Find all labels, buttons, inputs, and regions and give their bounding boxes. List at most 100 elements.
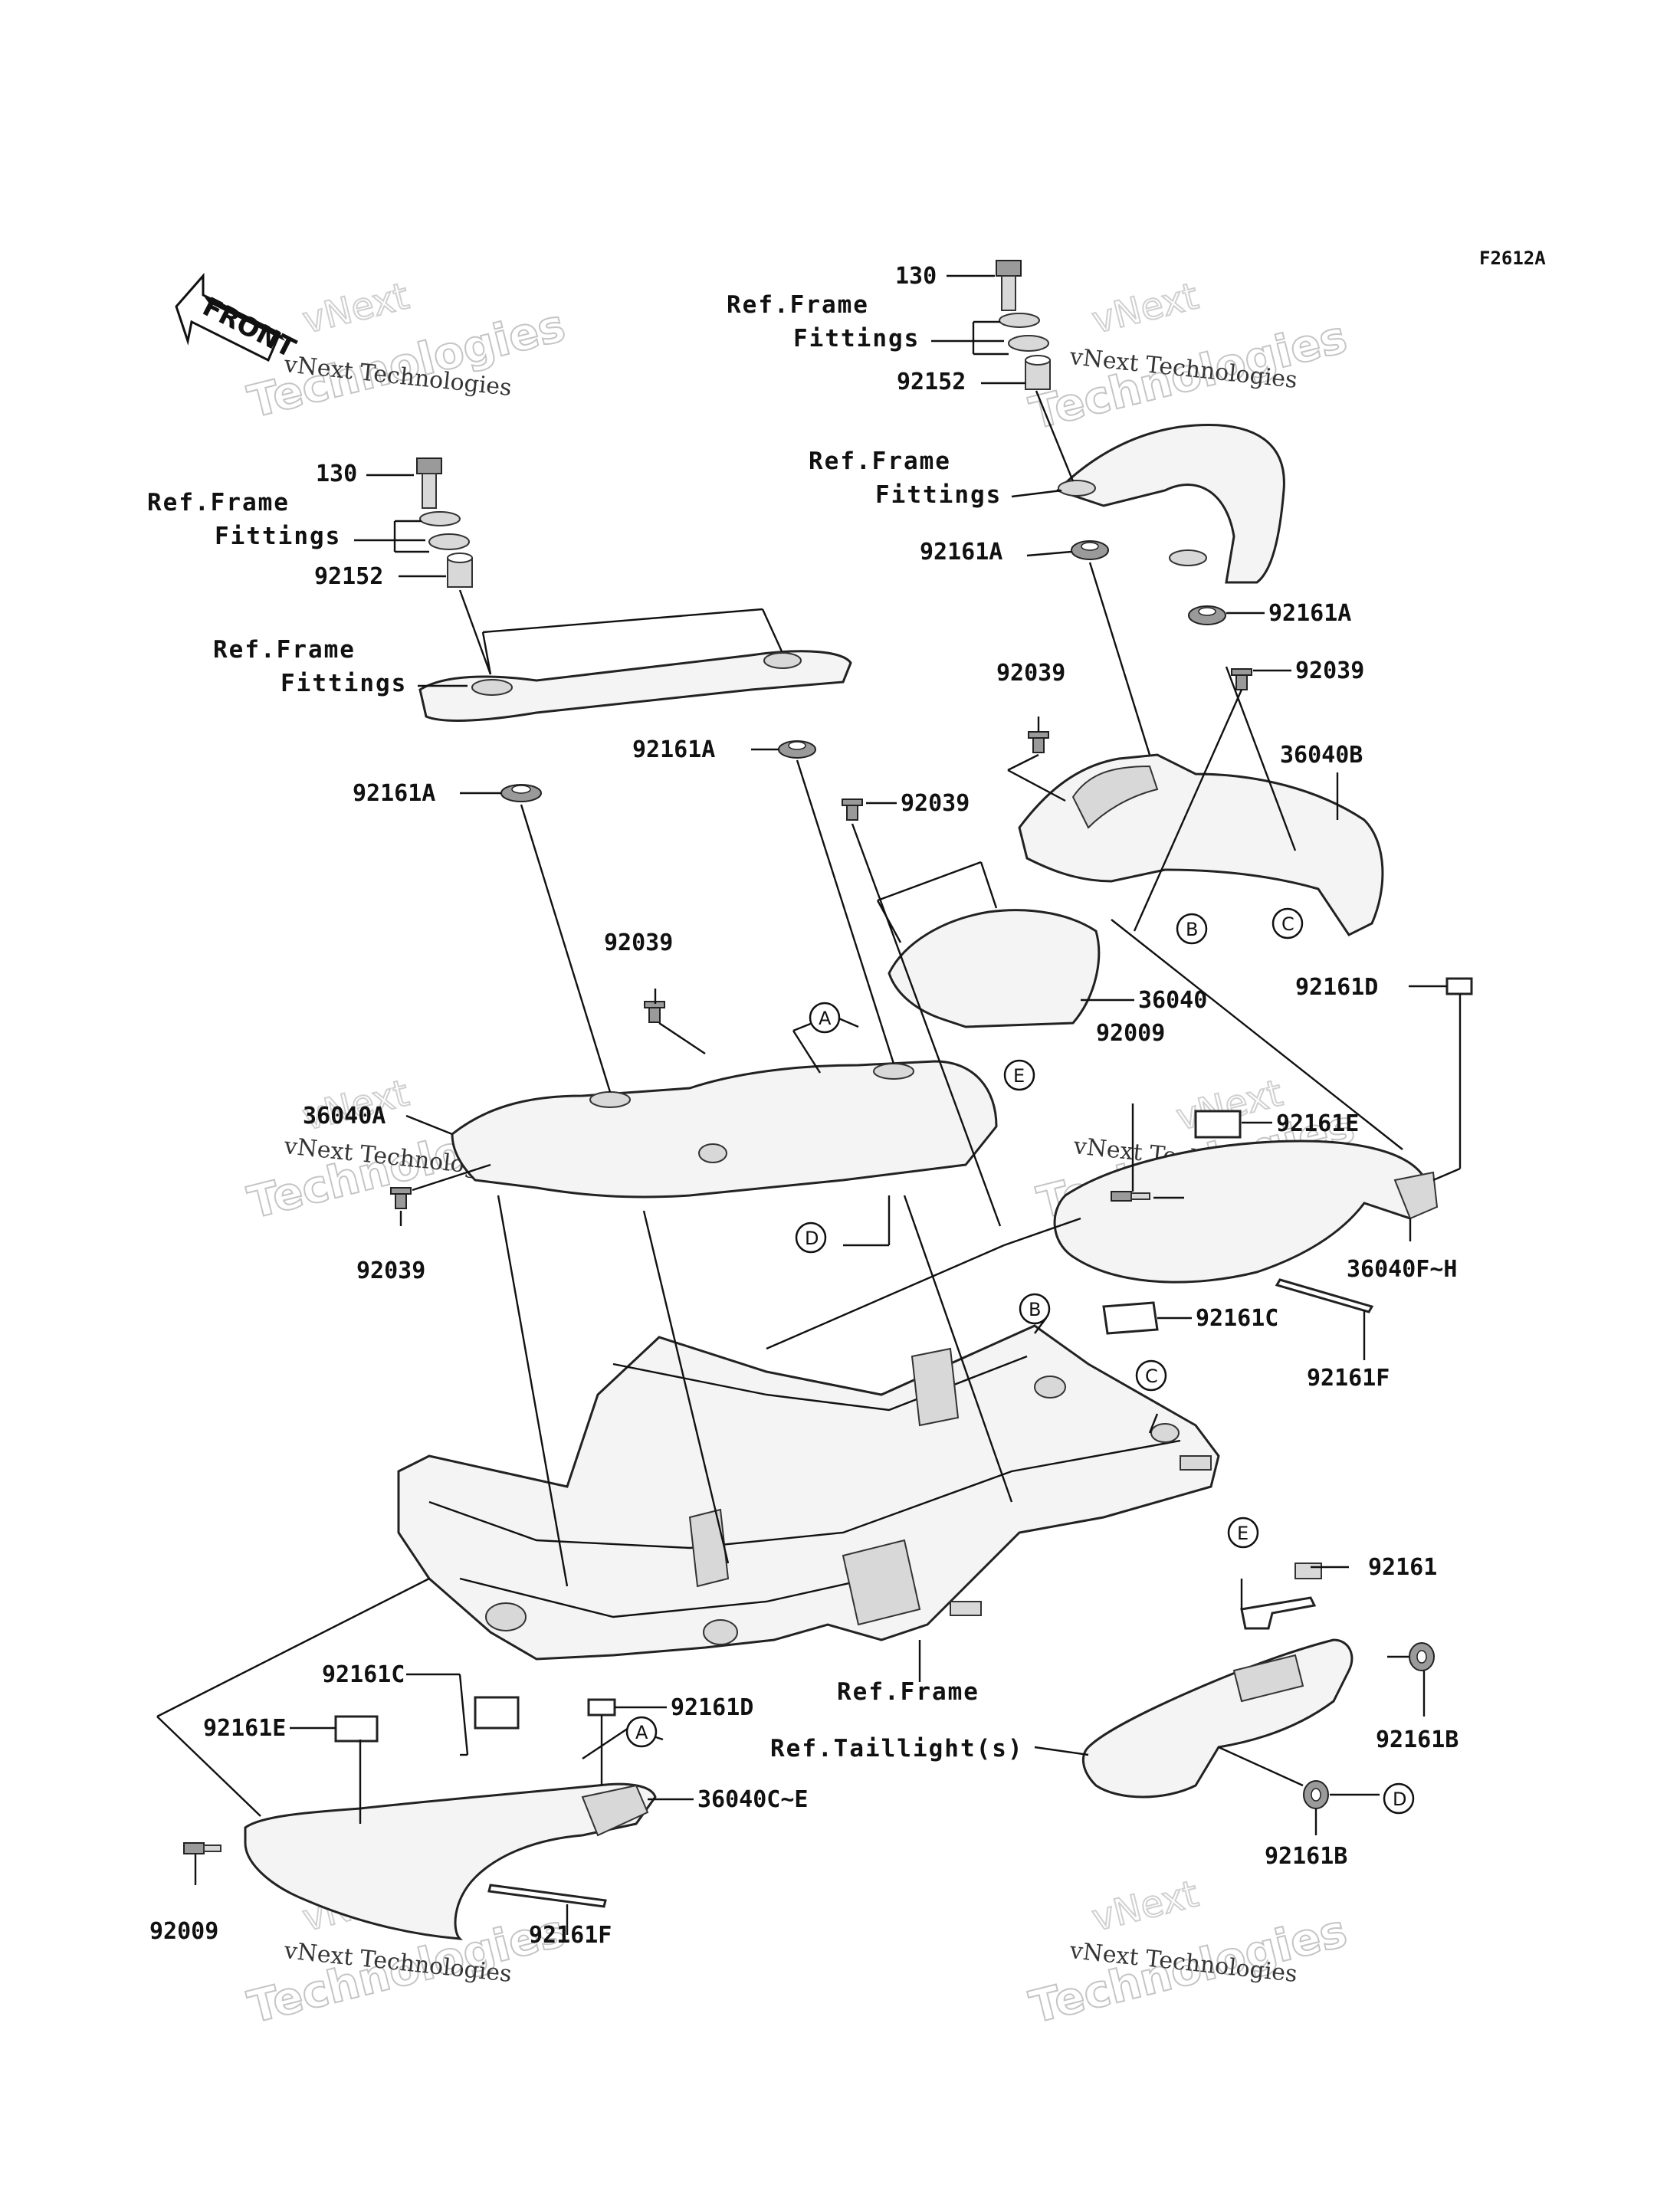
label-92161a-right-b: 92161A	[1268, 600, 1351, 627]
strip-92161f-right	[1275, 1278, 1374, 1313]
label-ref-frame: Ref.Frame	[837, 1678, 979, 1706]
right-grommet-92161a-a	[1071, 540, 1109, 560]
label-130-left: 130	[316, 461, 357, 487]
label-fittings-right-1: Fittings	[793, 325, 920, 353]
leader-lines	[156, 274, 1462, 1935]
left-washers	[419, 511, 470, 550]
label-36040f-h: 36040F~H	[1347, 1256, 1458, 1283]
label-92161a-right-a: 92161A	[920, 539, 1002, 566]
svg-text:E: E	[1237, 1523, 1249, 1544]
damper-92161-tab	[1294, 1562, 1322, 1579]
label-92009-right: 92009	[1096, 1020, 1165, 1047]
svg-text:C: C	[1281, 913, 1294, 935]
svg-text:A: A	[819, 1008, 832, 1029]
label-92161e-left: 92161E	[203, 1715, 286, 1742]
label-ref-frame-left-2: Ref.Frame	[213, 636, 356, 664]
svg-text:vNext: vNext	[1088, 1872, 1203, 1940]
label-fittings-left-1: Fittings	[215, 523, 341, 550]
right-grab-rail-mount-1	[1058, 480, 1096, 497]
diagram-code: F2612A	[1479, 248, 1546, 269]
svg-text:D: D	[1393, 1789, 1406, 1810]
cover-36040c-e	[244, 1782, 657, 1940]
right-bolt-130	[996, 260, 1022, 311]
label-92161f-right: 92161F	[1307, 1365, 1390, 1392]
label-92161e-right: 92161E	[1276, 1110, 1359, 1137]
pad-92161c-left	[474, 1696, 520, 1730]
left-grab-rail	[418, 650, 852, 722]
watermark-top-left: vNext Technologies vNext Technologies	[242, 274, 571, 428]
clip-92039-left-top	[644, 1001, 665, 1023]
label-130-right: 130	[895, 263, 937, 290]
callout-A-bottom: A	[625, 1716, 658, 1748]
damper-92161	[1240, 1596, 1317, 1630]
callout-E-top: E	[1003, 1059, 1035, 1091]
label-92161b-b: 92161B	[1265, 1843, 1347, 1870]
label-36040c-e: 36040C~E	[697, 1786, 809, 1813]
label-92039-right-b: 92039	[1295, 657, 1364, 684]
front-direction-arrow: FRONT	[175, 273, 301, 364]
label-92161c-left: 92161C	[322, 1661, 405, 1688]
label-36040b: 36040B	[1280, 742, 1363, 769]
svg-text:A: A	[635, 1722, 648, 1743]
label-92152-left: 92152	[314, 563, 383, 590]
svg-text:E: E	[1013, 1065, 1025, 1087]
callout-A-top: A	[809, 1002, 841, 1034]
label-92161d-left: 92161D	[671, 1694, 753, 1721]
rear-frame	[397, 1324, 1220, 1661]
cover-36040c-e-tab	[581, 1784, 649, 1837]
clip-92039-mid	[842, 798, 863, 821]
right-grab-rail-mount-2	[1169, 549, 1207, 566]
grommet-92161b-a	[1409, 1642, 1435, 1671]
label-92009-left: 92009	[149, 1918, 218, 1945]
watermark-bottom-right: vNext Technologies vNext Technologies	[1024, 1871, 1353, 2034]
cover-36040a-mount-1	[589, 1091, 631, 1108]
label-92161a-left-a: 92161A	[353, 780, 435, 807]
watermark-top-right: vNext Technologies vNext Technologies	[1024, 274, 1353, 440]
left-grab-rail-mount-2	[763, 652, 802, 669]
cover-36040	[888, 909, 1101, 1028]
label-92161d-right: 92161D	[1295, 974, 1378, 1001]
label-fittings-right-2: Fittings	[875, 481, 1002, 509]
strip-92161f-left	[487, 1884, 607, 1908]
label-fittings-left-2: Fittings	[281, 670, 407, 697]
svg-text:vNext: vNext	[1088, 274, 1203, 342]
label-92152-right: 92152	[897, 369, 966, 395]
callout-B-top: B	[1176, 913, 1208, 945]
left-collar-92152	[447, 553, 473, 588]
pad-92161c-right	[1102, 1301, 1159, 1335]
left-grommet-92161a-b	[778, 740, 816, 759]
label-ref-taillight: Ref.Taillight(s)	[770, 1735, 1024, 1763]
left-grab-rail-mount-1	[471, 679, 513, 696]
callout-C-frame: C	[1135, 1359, 1167, 1392]
label-92161b-a: 92161B	[1376, 1726, 1459, 1753]
cover-36040a-hole	[698, 1143, 727, 1163]
pad-92161e-right	[1194, 1110, 1242, 1139]
label-92039-right-a: 92039	[996, 660, 1065, 687]
label-36040: 36040	[1138, 987, 1207, 1014]
cover-36040a	[451, 1060, 998, 1199]
label-92039-left-top: 92039	[604, 930, 673, 956]
label-36040a: 36040A	[303, 1103, 386, 1130]
callout-D-top: D	[795, 1221, 827, 1254]
taillight-recess	[1232, 1654, 1304, 1703]
cover-36040f-h	[1053, 1139, 1427, 1284]
label-92039-mid: 92039	[901, 790, 970, 817]
label-92161a-left-b: 92161A	[632, 736, 715, 763]
svg-text:C: C	[1145, 1366, 1158, 1387]
pad-92161e-left	[334, 1715, 379, 1743]
label-ref-frame-right-2: Ref.Frame	[809, 448, 951, 475]
label-92161c-right: 92161C	[1196, 1305, 1278, 1332]
right-grommet-92161a-b	[1188, 605, 1226, 625]
cover-36040f-h-tail	[1393, 1171, 1439, 1220]
right-washers	[999, 313, 1049, 352]
screw-92009-left	[183, 1842, 221, 1854]
taillight-bracket	[1081, 1638, 1354, 1799]
svg-text:vNext: vNext	[298, 274, 413, 342]
svg-text:B: B	[1029, 1299, 1041, 1320]
label-ref-frame-right-1: Ref.Frame	[727, 291, 869, 319]
clip-92039-right-b	[1028, 731, 1049, 753]
callout-D-bottom: D	[1383, 1782, 1415, 1815]
right-grab-rail	[1055, 423, 1285, 584]
pad-92161d-right	[1445, 977, 1473, 995]
